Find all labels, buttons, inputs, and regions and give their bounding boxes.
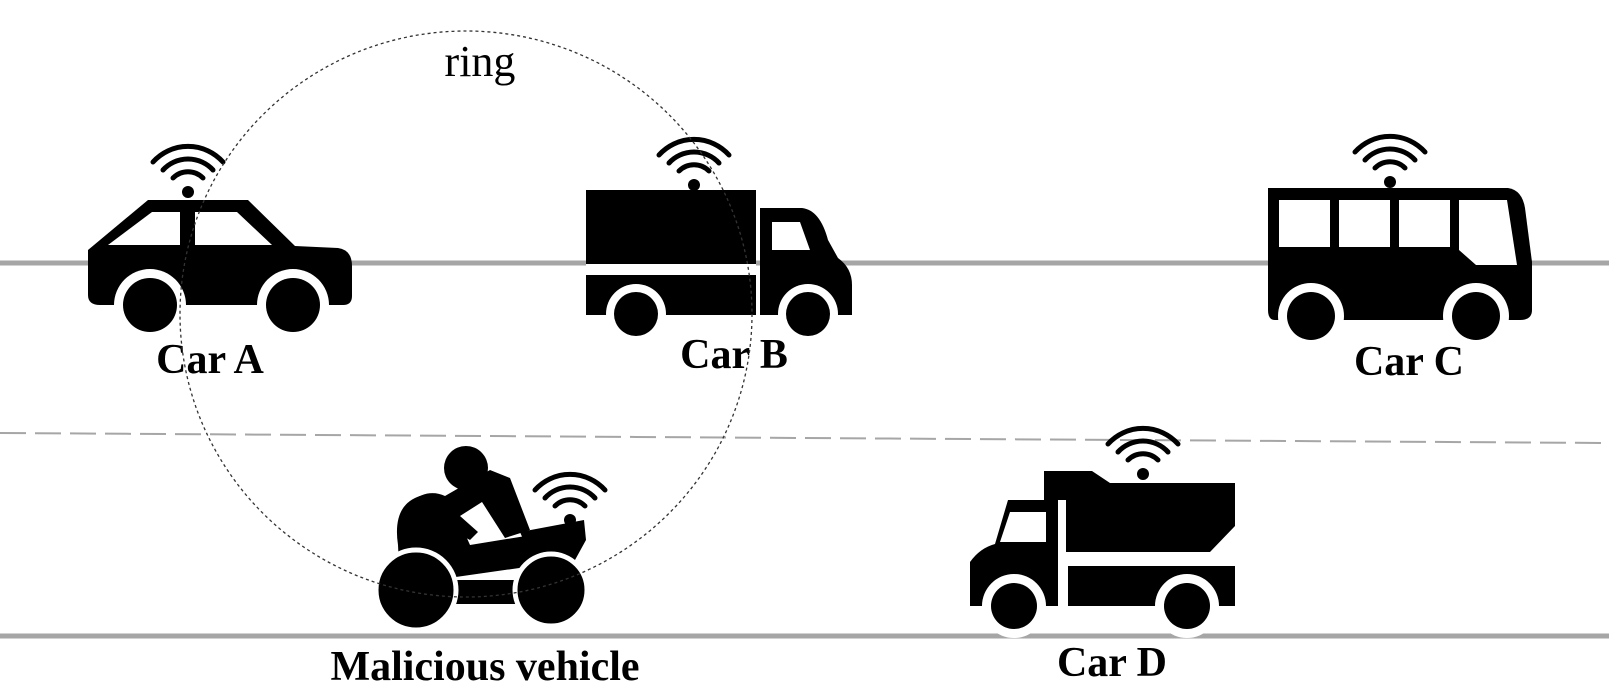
box-truck-icon — [586, 190, 852, 344]
car-c-label: Car C — [1354, 339, 1464, 385]
car-d: Car D — [970, 428, 1235, 686]
car-d-label: Car D — [1057, 640, 1167, 686]
wifi-icon — [659, 139, 729, 191]
car-b-label: Car B — [680, 332, 788, 378]
road-lane-divider — [0, 432, 1609, 444]
car-a: Car A — [88, 146, 352, 383]
malicious-vehicle: Malicious vehicle — [330, 446, 640, 690]
wifi-icon — [1355, 136, 1425, 188]
wifi-icon — [153, 146, 223, 198]
quad-bike-icon — [373, 446, 590, 633]
wifi-icon — [1108, 428, 1178, 480]
car-b: Car B — [586, 139, 852, 378]
car-a-label: Car A — [156, 337, 264, 383]
malicious-vehicle-label: Malicious vehicle — [330, 644, 639, 690]
sedan-icon — [88, 200, 352, 341]
ring-label: ring — [445, 37, 516, 86]
car-c: Car C — [1268, 136, 1532, 385]
ring-circle — [179, 30, 753, 598]
bus-icon — [1268, 188, 1532, 349]
dump-truck-icon — [970, 471, 1235, 638]
wifi-icon — [535, 474, 605, 526]
